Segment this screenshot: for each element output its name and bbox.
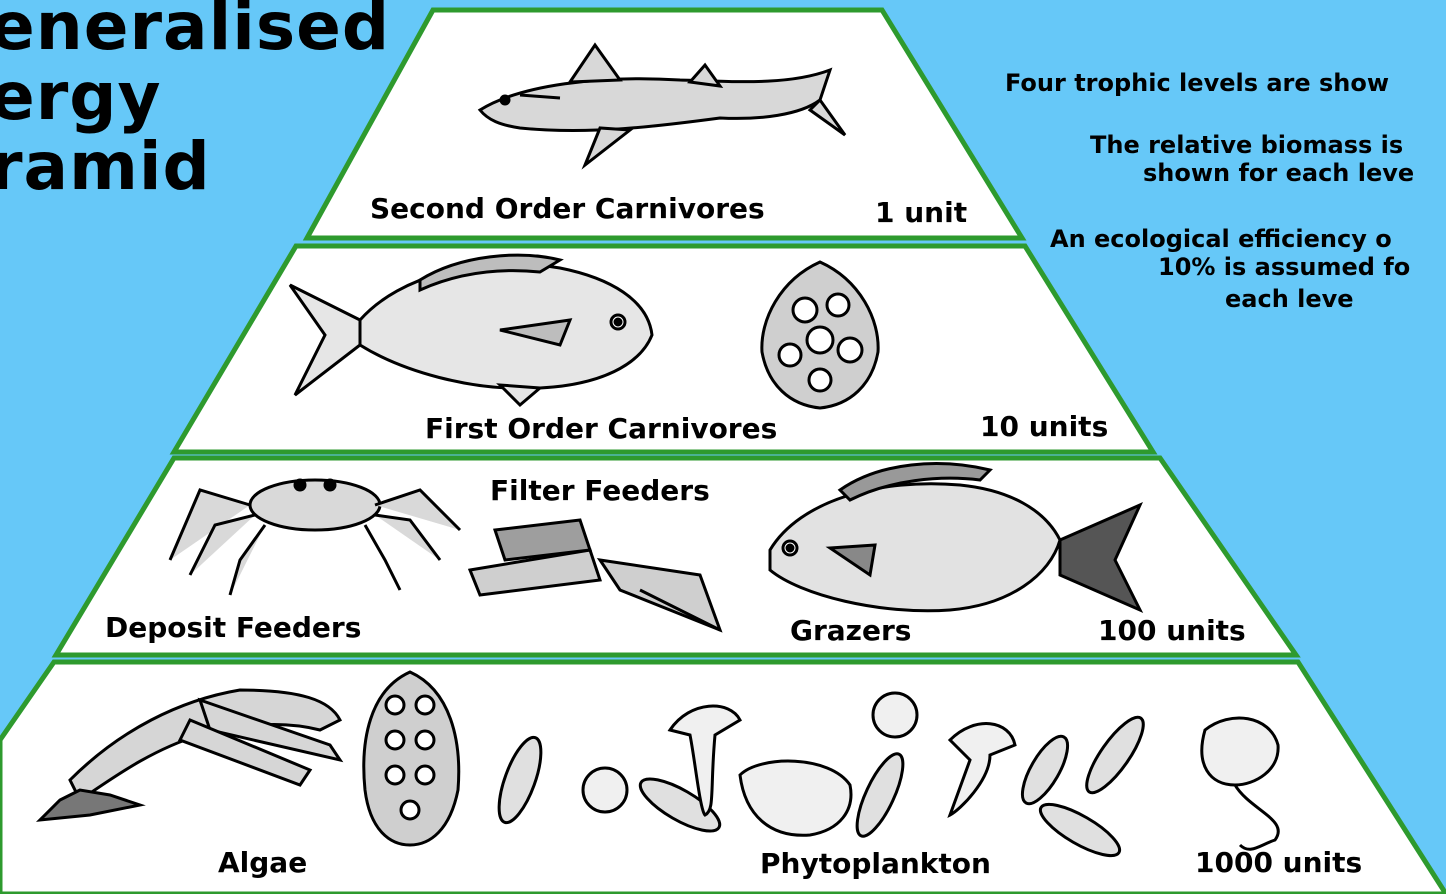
label-deposit-feeders: Deposit Feeders: [105, 611, 361, 644]
label-second-order-carnivores: Second Order Carnivores: [370, 192, 765, 225]
biomass-tier-2: 10 units: [980, 410, 1108, 443]
label-filter-feeders: Filter Feeders: [490, 474, 710, 507]
biomass-tier-4: 1000 units: [1195, 846, 1362, 879]
biomass-tier-1: 1 unit: [875, 196, 967, 229]
label-grazers: Grazers: [790, 614, 911, 647]
label-phytoplankton: Phytoplankton: [760, 847, 991, 880]
biomass-tier-3: 100 units: [1098, 614, 1246, 647]
label-algae: Algae: [218, 846, 307, 879]
label-first-order-carnivores: First Order Carnivores: [425, 412, 777, 445]
